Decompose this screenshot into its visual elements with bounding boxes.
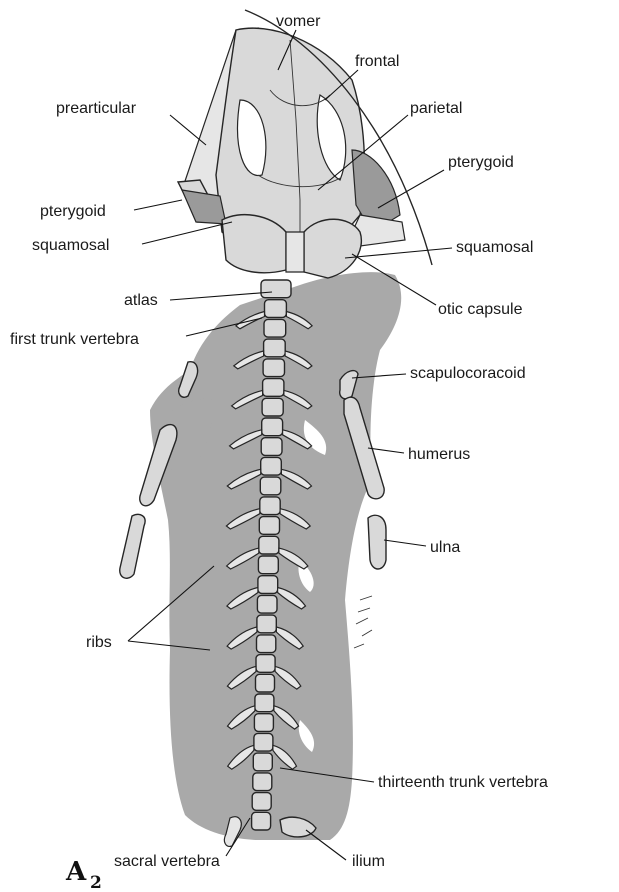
leader-prearticular	[170, 115, 206, 145]
vertebra	[256, 674, 275, 692]
skull	[178, 10, 432, 278]
vertebra	[252, 812, 271, 830]
vertebra	[258, 556, 278, 574]
vertebra	[257, 615, 276, 633]
leader-squamosal-left	[142, 222, 232, 244]
panel-label: A 2	[65, 857, 102, 892]
vertebra	[261, 457, 282, 475]
vertebra	[253, 773, 272, 791]
vertebra	[258, 576, 278, 594]
vertebra	[261, 438, 282, 456]
label-atlas: atlas	[124, 292, 158, 309]
vertebra	[257, 595, 277, 613]
vertebra	[262, 398, 283, 416]
label-vomer: vomer	[276, 13, 321, 30]
leader-squamosal-right	[345, 248, 452, 258]
vertebra	[257, 635, 276, 653]
label-frontal: frontal	[355, 53, 399, 70]
label-sacral-vertebra: sacral vertebra	[114, 853, 220, 870]
leader-ulna	[384, 540, 426, 546]
label-pterygoid-right: pterygoid	[448, 154, 514, 171]
vertebra	[256, 655, 275, 673]
panel-subscript: 2	[90, 873, 102, 892]
vertebra	[254, 733, 273, 751]
vertebra	[254, 714, 273, 732]
vertebra	[260, 477, 281, 495]
vertebra	[259, 517, 279, 535]
vertebra	[260, 497, 280, 515]
label-squamosal-right: squamosal	[456, 239, 533, 256]
vertebra	[263, 379, 284, 397]
vertebra	[253, 753, 272, 771]
leader-atlas	[170, 292, 272, 300]
vertebra	[262, 418, 283, 436]
atlas-vertebra	[261, 280, 291, 298]
vertebra	[255, 694, 274, 712]
label-otic-capsule: otic capsule	[438, 301, 523, 318]
panel-letter: A	[65, 857, 87, 887]
vertebra	[265, 300, 287, 318]
label-squamosal-left: squamosal	[32, 237, 109, 254]
label-prearticular: prearticular	[56, 100, 137, 117]
label-pterygoid-left: pterygoid	[40, 203, 106, 220]
label-humerus: humerus	[408, 446, 470, 463]
label-ulna: ulna	[430, 539, 460, 556]
vertebra	[259, 536, 279, 554]
vertebra	[264, 319, 286, 337]
vertebra	[263, 359, 284, 377]
label-scapulocoracoid: scapulocoracoid	[410, 365, 526, 382]
label-parietal: parietal	[410, 100, 462, 117]
label-first-trunk-vertebra: first trunk vertebra	[10, 331, 139, 348]
label-thirteenth-trunk-vertebra: thirteenth trunk vertebra	[378, 774, 548, 791]
vertebra	[264, 339, 286, 357]
label-ribs: ribs	[86, 634, 112, 651]
label-ilium: ilium	[352, 853, 385, 870]
vertebra	[252, 793, 271, 811]
leader-pterygoid-left	[134, 200, 182, 210]
